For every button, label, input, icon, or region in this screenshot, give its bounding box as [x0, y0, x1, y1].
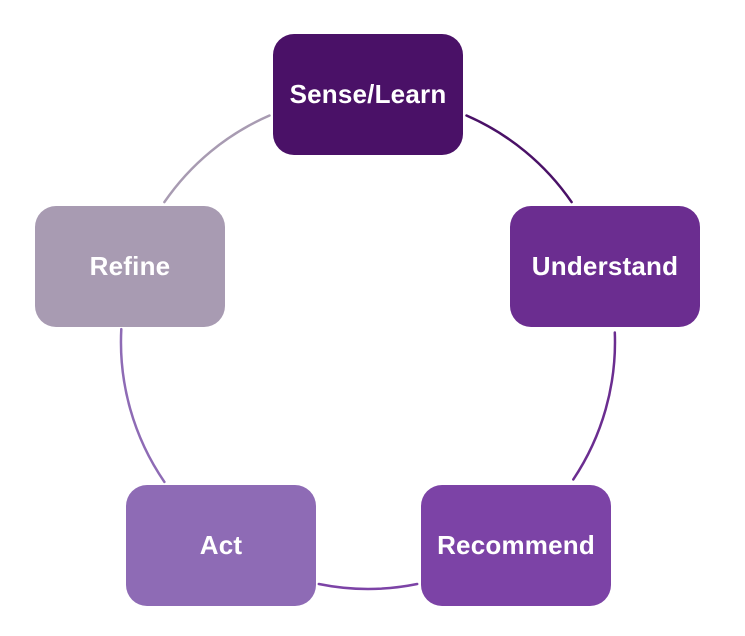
cycle-arc-sense-learn-to-understand: [465, 114, 573, 204]
cycle-arc-refine-to-sense-learn: [163, 114, 271, 204]
cycle-node-recommend: Recommend: [421, 485, 611, 606]
cycle-node-label: Understand: [531, 251, 679, 281]
cycle-node-sense-learn: Sense/Learn: [273, 34, 463, 155]
cycle-arc-understand-to-recommend: [572, 331, 617, 481]
cycle-node-label: Sense/Learn: [289, 79, 447, 109]
cycle-arc-act-to-refine: [119, 327, 166, 484]
cycle-node-label: Act: [199, 530, 243, 560]
cycle-node-act: Act: [126, 485, 316, 606]
cycle-node-understand: Understand: [510, 206, 700, 327]
cycle-node-label: Refine: [89, 251, 171, 281]
cycle-arc-recommend-to-act: [317, 582, 419, 591]
cycle-node-label: Recommend: [437, 530, 595, 560]
cycle-node-refine: Refine: [35, 206, 225, 327]
